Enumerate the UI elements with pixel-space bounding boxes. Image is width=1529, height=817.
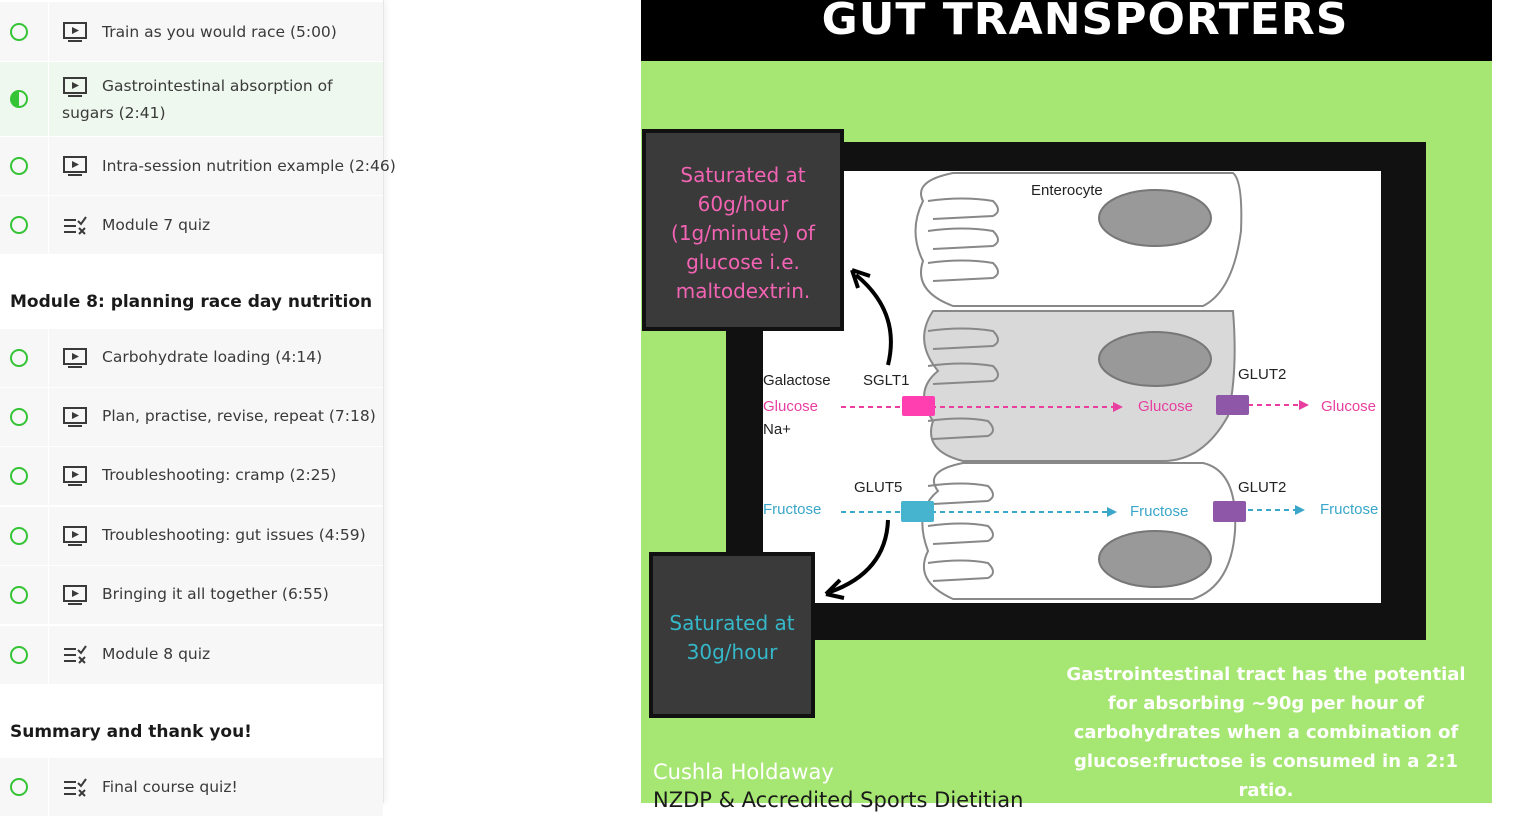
progress-circle[interactable] xyxy=(10,527,28,545)
transporter-diagram: Enterocyte Galactose SGLT1 Glucose Na+ G… xyxy=(763,171,1381,603)
progress-circle[interactable] xyxy=(10,216,28,234)
lecture-item[interactable]: Intra-session nutrition example (2:46) xyxy=(0,137,396,196)
glut5-transporter xyxy=(901,501,934,522)
course-sidebar: Train as you would race (5:00) Gastroint… xyxy=(0,0,396,817)
lecture-title: Intra-session nutrition example (2:46) xyxy=(102,157,396,175)
lecture-item[interactable]: Carbohydrate loading (4:14) xyxy=(0,329,383,388)
fructose-lumen-label: Fructose xyxy=(763,501,821,518)
lecture-item[interactable]: Final course quiz! xyxy=(0,758,383,817)
lecture-title: Final course quiz! xyxy=(102,778,238,796)
slide-title: GUT TRANSPORTERS xyxy=(821,0,1349,45)
section-title[interactable]: Module 8: planning race day nutrition xyxy=(10,292,373,312)
video-icon xyxy=(63,348,87,368)
galactose-label: Galactose xyxy=(763,372,831,389)
lecture-title: Module 8 quiz xyxy=(102,645,211,663)
progress-circle[interactable] xyxy=(10,646,28,664)
glucose-blood-label: Glucose xyxy=(1321,398,1376,415)
quiz-icon xyxy=(64,778,87,797)
lecture-item[interactable]: Bringing it all together (6:55) xyxy=(0,566,383,625)
lecture-title: Troubleshooting: cramp (2:25) xyxy=(102,466,337,484)
video-icon xyxy=(63,22,87,42)
lecture-title: Plan, practise, revise, repeat (7:18) xyxy=(102,407,376,425)
slide-footer-note: Gastrointestinal tract has the potential… xyxy=(1066,664,1466,801)
progress-circle[interactable] xyxy=(10,408,28,426)
video-icon xyxy=(63,77,87,97)
sglt1-label: SGLT1 xyxy=(863,372,909,389)
lecture-title: Troubleshooting: gut issues (4:59) xyxy=(102,526,366,544)
lecture-title: Carbohydrate loading (4:14) xyxy=(102,348,323,366)
lecture-item[interactable]: Troubleshooting: cramp (2:25) xyxy=(0,447,383,506)
section-title[interactable]: Summary and thank you! xyxy=(10,722,252,742)
glut2-transporter xyxy=(1213,501,1246,522)
quiz-icon xyxy=(64,645,87,664)
quiz-icon xyxy=(64,216,87,235)
lecture-slide: GUT TRANSPORTERS xyxy=(641,0,1492,812)
video-icon xyxy=(63,156,87,176)
progress-circle[interactable] xyxy=(10,467,28,485)
sglt1-transporter xyxy=(902,396,935,416)
glucose-lumen-label: Glucose xyxy=(763,398,818,415)
fructose-blood-label: Fructose xyxy=(1320,501,1378,518)
lecture-item[interactable]: Troubleshooting: gut issues (4:59) xyxy=(0,507,383,566)
progress-circle-partial[interactable] xyxy=(10,90,28,108)
pointer-arrows xyxy=(824,268,893,600)
video-icon xyxy=(63,526,87,546)
slide-header: GUT TRANSPORTERS xyxy=(641,0,1492,61)
video-icon xyxy=(63,466,87,486)
lecture-title: Bringing it all together (6:55) xyxy=(102,585,329,603)
progress-circle[interactable] xyxy=(10,778,28,796)
lecture-title: Module 7 quiz xyxy=(102,216,211,234)
callout-fructose-saturation: Saturated at 30g/hour xyxy=(649,552,815,718)
callout-glucose-saturation: Saturated at 60g/hour (1g/minute) of glu… xyxy=(642,129,844,331)
fructose-cell-label: Fructose xyxy=(1130,503,1188,520)
lecture-item[interactable]: Train as you would race (5:00) xyxy=(0,2,383,62)
video-icon xyxy=(63,407,87,427)
progress-circle[interactable] xyxy=(10,586,28,604)
lecture-title: Train as you would race (5:00) xyxy=(102,23,337,41)
enterocyte-label: Enterocyte xyxy=(1031,182,1103,199)
glucose-cell-label: Glucose xyxy=(1138,398,1193,415)
progress-circle[interactable] xyxy=(10,23,28,41)
glut5-label: GLUT5 xyxy=(854,479,902,496)
lecture-item-current[interactable]: Gastrointestinal absorption of sugars (2… xyxy=(0,62,383,137)
glut2-top-label: GLUT2 xyxy=(1238,366,1286,383)
progress-circle[interactable] xyxy=(10,157,28,175)
lecture-item[interactable]: Module 8 quiz xyxy=(0,626,383,685)
video-icon xyxy=(63,585,87,605)
lecture-item[interactable]: Plan, practise, revise, repeat (7:18) xyxy=(0,388,383,447)
lecture-title: Gastrointestinal absorption of sugars (2… xyxy=(62,77,333,122)
glut2-transporter xyxy=(1216,395,1249,415)
author-credentials: NZDP & Accredited Sports Dietitian xyxy=(653,788,1024,812)
author-name: Cushla Holdaway xyxy=(653,760,834,784)
glut2-bottom-label: GLUT2 xyxy=(1238,479,1286,496)
sodium-label: Na+ xyxy=(763,421,791,438)
lecture-item[interactable]: Module 7 quiz xyxy=(0,196,383,255)
progress-circle[interactable] xyxy=(10,349,28,367)
